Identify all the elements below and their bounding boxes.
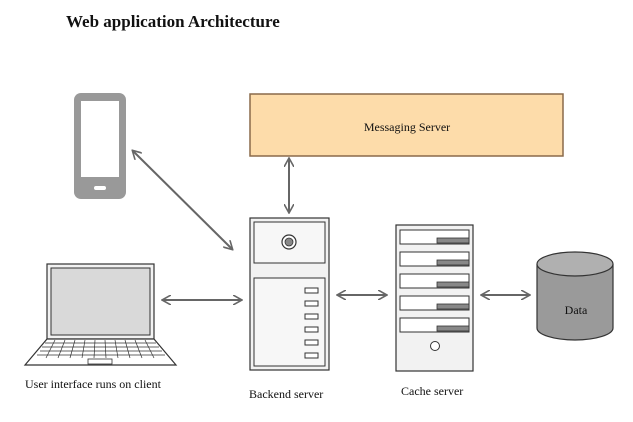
messaging-server-label: Messaging Server bbox=[364, 120, 450, 134]
backend-server-icon bbox=[249, 217, 330, 371]
diagram-title: Web application Architecture bbox=[66, 12, 280, 31]
mobile-phone-icon bbox=[74, 93, 126, 199]
database-label: Data bbox=[565, 303, 588, 317]
messaging-server-node: Messaging Server bbox=[249, 93, 564, 157]
client-label: User interface runs on client bbox=[25, 377, 161, 391]
backend-server-label: Backend server bbox=[249, 387, 324, 401]
laptop-icon bbox=[23, 263, 178, 366]
cache-server-label: Cache server bbox=[401, 384, 464, 398]
cache-server-icon bbox=[395, 224, 474, 372]
arrow-phone-backend bbox=[133, 151, 232, 249]
database-icon: Data bbox=[536, 251, 614, 341]
